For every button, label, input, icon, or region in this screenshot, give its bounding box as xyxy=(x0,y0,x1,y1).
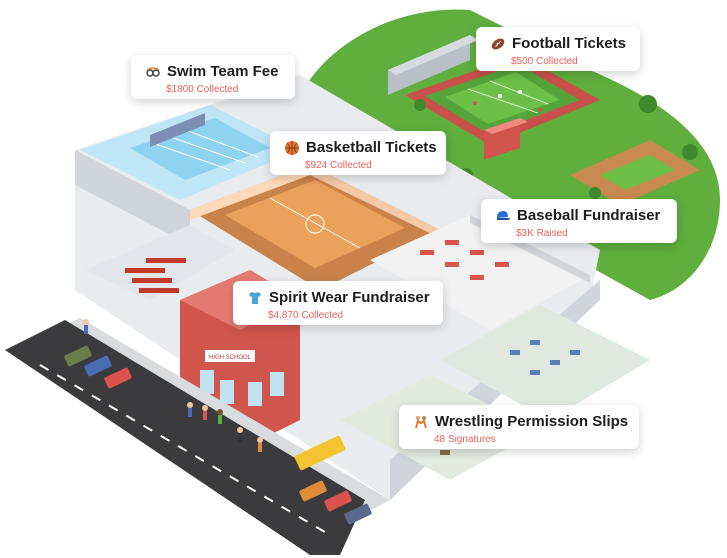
swim-team-fee-title: Swim Team Fee xyxy=(167,63,279,80)
football-icon xyxy=(490,36,506,52)
wrestling-permission-slips-title: Wrestling Permission Slips xyxy=(435,413,629,430)
wrestling-permission-slips-card[interactable]: Wrestling Permission Slips 48 Signatures xyxy=(399,405,639,449)
building-west-wall xyxy=(75,150,190,245)
basketball-tickets-subtitle: $924 Collected xyxy=(305,160,372,171)
swim-team-fee-subtitle: $1800 Collected xyxy=(166,84,239,95)
spirit-wear-fundraiser-subtitle: $4,870 Collected xyxy=(268,310,344,321)
basketball-tickets-card[interactable]: Basketball Tickets $924 Collected xyxy=(270,131,446,175)
spirit-wear-fundraiser-card[interactable]: Spirit Wear Fundraiser $4,870 Collected xyxy=(233,281,443,325)
football-tickets-subtitle: $500 Collected xyxy=(511,56,578,67)
street xyxy=(5,320,365,555)
football-tickets-card[interactable]: Football Tickets $500 Collected xyxy=(476,27,640,71)
parked-cars xyxy=(64,345,372,525)
wrestlers-icon xyxy=(413,414,429,430)
tshirt-icon xyxy=(247,290,263,306)
football-tickets-title: Football Tickets xyxy=(512,35,626,52)
basketball-icon xyxy=(284,140,300,156)
pool-room xyxy=(80,105,300,200)
spirit-wear-fundraiser-title: Spirit Wear Fundraiser xyxy=(269,289,430,306)
baseball-cap-icon xyxy=(495,208,511,224)
baseball-fundraiser-card[interactable]: Baseball Fundraiser $3K Raised xyxy=(481,199,677,243)
swim-team-fee-card[interactable]: Swim Team Fee $1800 Collected xyxy=(131,55,295,99)
baseball-fundraiser-subtitle: $3K Raised xyxy=(516,228,568,239)
people xyxy=(83,90,542,452)
baseball-field xyxy=(570,140,700,205)
baseball-fundraiser-title: Baseball Fundraiser xyxy=(517,207,661,224)
basketball-tickets-title: Basketball Tickets xyxy=(306,139,437,156)
high-school-sign: HIGH SCHOOL xyxy=(209,355,252,361)
auditorium xyxy=(85,225,235,300)
wrestling-permission-slips-subtitle: 48 Signatures xyxy=(434,434,496,445)
swim-goggles-icon xyxy=(145,64,161,80)
football-stadium xyxy=(388,35,600,160)
